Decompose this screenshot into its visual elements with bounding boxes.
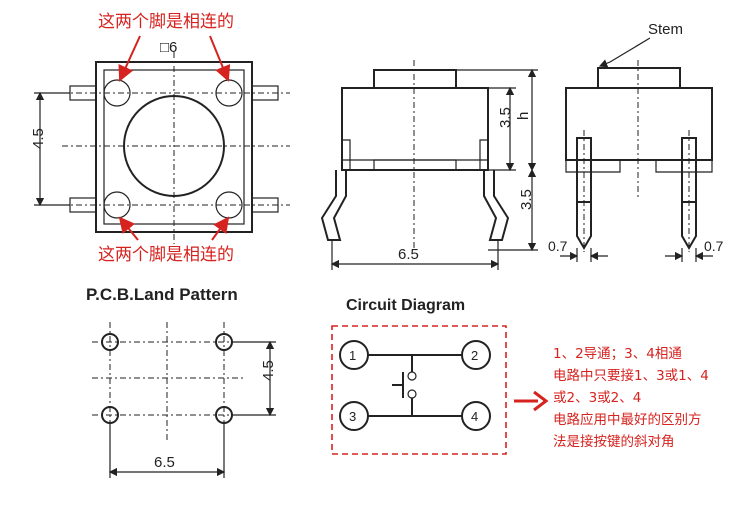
circuit-frame	[331, 325, 507, 455]
top-height-value: 4.5	[30, 128, 47, 149]
note-line-3: 或2、3或2、4	[553, 390, 642, 406]
bottom-connected-label: 这两个脚是相连的	[98, 245, 234, 264]
circuit-pin-4	[461, 401, 491, 431]
side-width-dim: 6.5	[398, 246, 419, 263]
note-line-1: 1、2导通；3、4相通	[553, 346, 682, 362]
pcb-height-dim: 4.5	[260, 360, 277, 381]
circuit-pin-1-label: 1	[349, 348, 356, 363]
pcb-title: P.C.B.Land Pattern	[86, 285, 238, 304]
circuit-diagram: Circuit Diagram 1 2 3 4	[331, 297, 507, 455]
circuit-pin-2-label: 2	[471, 348, 478, 363]
side-view-front: 3.5 h 3.5 6.5	[320, 60, 538, 270]
top-view: 这两个脚是相连的 □6 4.5 这两个脚是相连的	[30, 12, 290, 264]
note-arrow	[514, 390, 549, 412]
size-label: □6	[160, 39, 177, 56]
side-h-dim: h	[515, 112, 532, 120]
stem-label: Stem	[648, 21, 683, 38]
pin-left-dim: 0.7	[548, 238, 568, 254]
note-line-4: 电路应用中最好的区别方	[553, 412, 702, 428]
circuit-pin-2	[461, 340, 491, 370]
wiring-note: 1、2导通；3、4相通 电路中只要接1、3或1、4 或2、3或2、4 电路应用中…	[553, 343, 748, 453]
pcb-width-dim: 6.5	[154, 454, 175, 471]
side-upper-dim: 3.5	[497, 107, 514, 128]
circuit-pin-4-label: 4	[471, 409, 478, 424]
pin-right-dim: 0.7	[704, 238, 724, 254]
note-line-2: 电路中只要接1、3或1、4	[553, 368, 709, 384]
pcb-hole-1	[101, 333, 119, 351]
note-line-5: 法是接按键的斜对角	[553, 434, 675, 450]
side-lower-dim: 3.5	[518, 189, 535, 210]
circuit-pin-3	[339, 401, 369, 431]
circuit-pin-1	[339, 340, 369, 370]
top-connected-label: 这两个脚是相连的	[98, 12, 234, 31]
circuit-title: Circuit Diagram	[346, 297, 465, 314]
circuit-pin-3-label: 3	[349, 409, 356, 424]
side-view-right: Stem 0.7 0.7	[548, 21, 724, 262]
pcb-land-pattern: P.C.B.Land Pattern 4.5 6.5	[86, 285, 277, 478]
